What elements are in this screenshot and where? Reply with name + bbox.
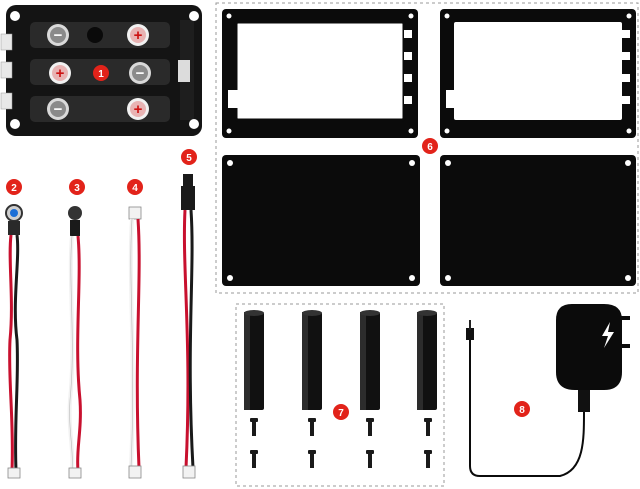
solid-panel-right	[440, 155, 636, 286]
svg-text:2: 2	[11, 183, 17, 194]
standoff-1	[244, 310, 264, 410]
cable-jst	[128, 206, 142, 479]
cable-dc-jack	[67, 206, 82, 479]
cable-barrel	[181, 174, 196, 479]
badge-8: 8	[514, 401, 530, 417]
svg-text:−: −	[136, 65, 145, 82]
solid-panel-left	[222, 155, 420, 286]
svg-text:7: 7	[338, 408, 344, 419]
standoffs-screws	[235, 303, 445, 487]
svg-text:3: 3	[74, 183, 80, 194]
svg-text:+: +	[56, 65, 65, 82]
badge-2: 2	[6, 179, 22, 195]
terminal-6: +	[127, 98, 149, 120]
terminal-4: −	[129, 62, 151, 84]
screws	[250, 418, 432, 468]
svg-text:5: 5	[186, 153, 192, 164]
svg-text:8: 8	[519, 405, 525, 416]
battery-holder-board: − + + − − +	[0, 5, 202, 136]
acrylic-case-panels	[215, 2, 639, 294]
svg-text:6: 6	[427, 142, 433, 153]
terminal-3: +	[49, 62, 71, 84]
frame-panel-left	[222, 9, 418, 138]
svg-text:+: +	[134, 101, 143, 118]
svg-text:1: 1	[98, 69, 104, 80]
panels-dashed-frame	[215, 2, 639, 294]
standoff-4	[417, 310, 437, 410]
standoffs-dashed-frame	[235, 303, 445, 487]
standoff-2	[302, 310, 322, 410]
badge-7: 7	[333, 404, 349, 420]
svg-text:−: −	[54, 27, 63, 44]
badge-3: 3	[69, 179, 85, 195]
badge-5: 5	[181, 149, 197, 165]
power-adapter	[466, 304, 630, 477]
terminal-2: +	[127, 24, 149, 46]
terminal-5: −	[47, 98, 69, 120]
badge-1: 1	[93, 65, 109, 81]
frame-panel-right	[440, 9, 636, 138]
standoff-3	[360, 310, 380, 410]
lightning-bolt-icon	[602, 322, 614, 348]
svg-text:4: 4	[132, 183, 138, 194]
badge-6: 6	[422, 138, 438, 154]
cable-switch	[5, 204, 23, 479]
svg-text:−: −	[54, 101, 63, 118]
terminal-1: −	[47, 24, 69, 46]
svg-text:+: +	[134, 27, 143, 44]
badge-4: 4	[127, 179, 143, 195]
